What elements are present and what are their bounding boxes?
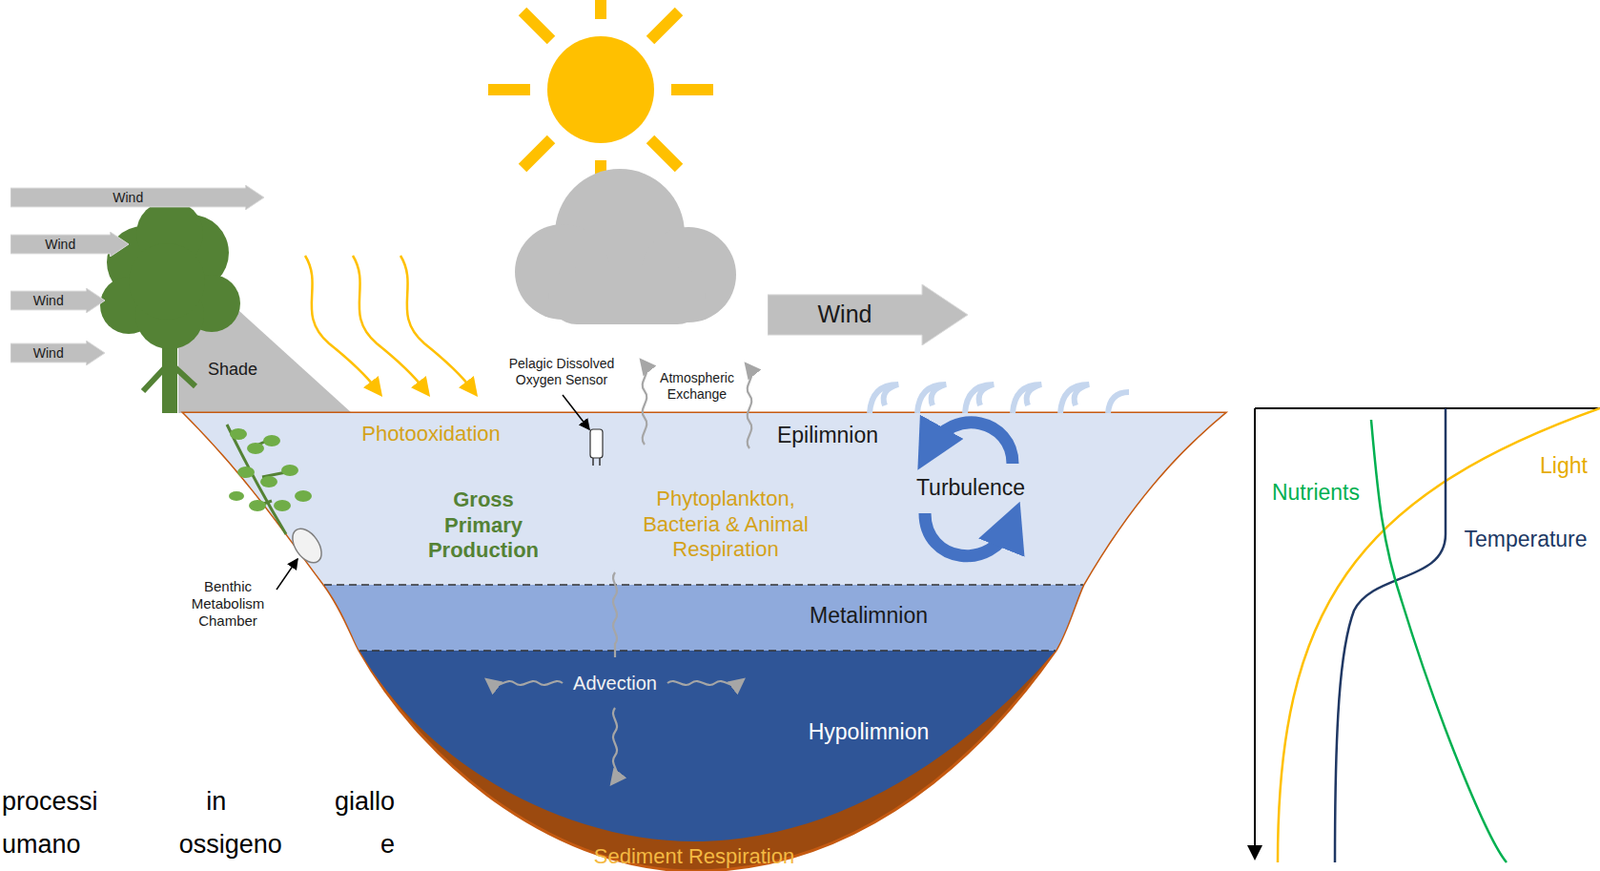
wind-arrow: Wind	[10, 231, 129, 257]
sunlight-rays	[305, 255, 472, 390]
oxygen-sensor	[562, 394, 603, 466]
arrow-body	[767, 284, 968, 346]
note-text: processi in giallo	[1, 785, 395, 817]
process-label: Light	[1539, 452, 1588, 480]
process-label: Hypolimnion	[808, 718, 930, 746]
wind-arrow: Wind	[10, 287, 105, 313]
wind-arrow: Wind	[10, 184, 265, 210]
process-label: Photooxidation	[361, 421, 501, 447]
process-label: Benthic Metabolism Chamber	[182, 577, 274, 630]
arrow-body	[10, 287, 105, 313]
wind-label: Wind	[10, 234, 111, 254]
layer-boundaries	[324, 584, 1084, 651]
benthic-chamber	[276, 523, 328, 590]
waves	[869, 384, 1129, 413]
process-label: Metalimnion	[809, 602, 928, 630]
profile-graph	[1254, 408, 1600, 862]
wind-arrow: Wind	[767, 284, 968, 346]
process-label: Atmospheric Exchange	[651, 369, 743, 403]
process-label: Shade	[207, 359, 258, 381]
arrow-body	[10, 184, 265, 210]
process-label: Advection	[573, 671, 657, 695]
wind-label: Wind	[10, 187, 247, 207]
advection-arrows	[491, 572, 739, 780]
process-label: Epilimnion	[777, 422, 879, 450]
cloud	[514, 168, 737, 325]
process-label: Phytoplankton, Bacteria & Animal Respira…	[630, 486, 821, 562]
process-label: Temperature	[1463, 526, 1587, 554]
wind-label: Wind	[767, 294, 923, 335]
process-label: Gross Primary Production	[419, 487, 548, 563]
tree	[100, 200, 241, 413]
process-label: Nutrients	[1271, 479, 1360, 507]
wind-arrow: Wind	[10, 340, 105, 366]
arrow-body	[10, 340, 105, 366]
note-text: umano ossigeno e	[1, 828, 395, 860]
wind-label: Wind	[10, 290, 87, 310]
process-label: Sediment Respiration	[594, 843, 795, 869]
exchange-arrows	[642, 364, 753, 449]
arrow-body	[10, 231, 129, 257]
process-label: Pelagic Dissolved Oxygen Sensor	[500, 355, 623, 389]
wind-label: Wind	[10, 343, 87, 363]
process-label: Turbulence	[916, 474, 1026, 502]
littoral-plants	[226, 424, 312, 534]
